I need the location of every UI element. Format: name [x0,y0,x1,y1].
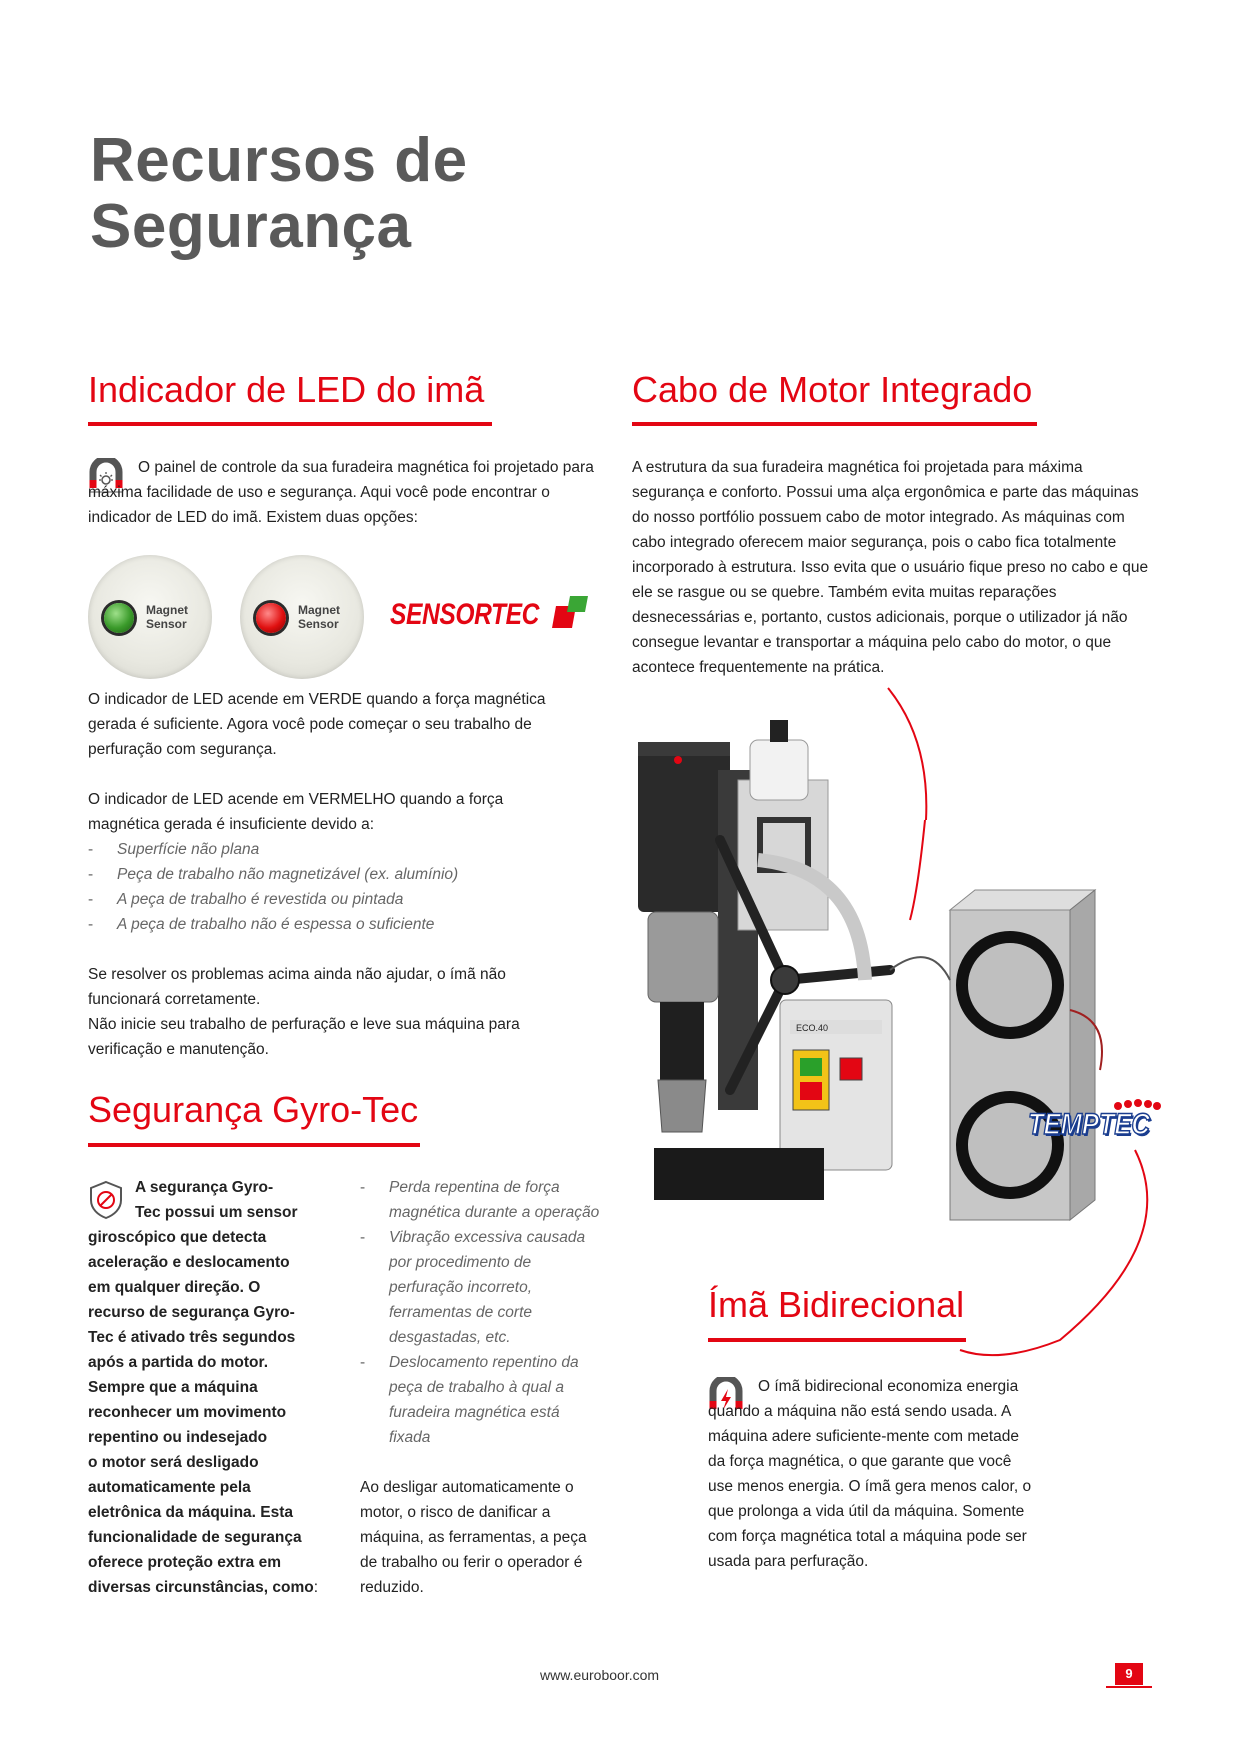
red-led-image: Magnet Sensor [240,555,364,679]
page-title: Recursos de Segurança [90,128,690,260]
gyro-line: em qualquer direção. O [88,1279,261,1296]
magnetic-drill-image: ECO.40 [638,720,1103,1222]
list-item: Peça de trabalho não magnetizável (ex. a… [88,862,598,887]
gyro-colon: : [313,1579,319,1596]
led-section-heading: Indicador de LED do imã [88,369,485,410]
page-title-line2: Segurança [90,192,412,261]
temptec-logo: TEMPTEC [1022,1098,1162,1148]
red-led-label-line1: Magnet [298,603,340,617]
magnet-led-icon [88,455,124,498]
led-red-intro: O indicador de LED acende em VERMELHO qu… [88,791,504,833]
gyro-line: aceleração e deslocamento [88,1254,290,1271]
green-led-image: Magnet Sensor [88,555,212,679]
list-item: Deslocamento repentino da peça de trabal… [360,1350,605,1450]
red-led-dot [256,603,286,633]
list-item: Perda repentina de força magnética duran… [360,1175,605,1225]
led-closing-2: Não inicie seu trabalho de perfuração e … [88,1016,520,1058]
gyro-line: reconhecer um movimento [88,1404,287,1421]
gyro-line: recurso de segurança Gyro- [88,1304,295,1321]
led-closing-1: Se resolver os problemas acima ainda não… [88,966,506,1008]
green-led-label: Magnet Sensor [146,603,188,631]
gyro-line: Sempre que a máquina [88,1379,258,1396]
gyro-line: oferece proteção extra em [88,1554,281,1571]
led-closing-text: Se resolver os problemas acima ainda não… [88,962,558,1062]
temptec-logo-text: TEMPTEC [1027,1107,1150,1142]
gyro-line: funcionalidade de segurança [88,1529,302,1546]
gyro-shield-icon [88,1180,124,1220]
page-title-line1: Recursos de [90,126,468,195]
green-led-label-line1: Magnet [146,603,188,617]
gyro-circumstances-list: Perda repentina de força magnética duran… [360,1175,605,1450]
bidirectional-magnet-icon [708,1374,744,1417]
led-section-rule [88,422,492,426]
list-item: Vibração excessiva causada por procedime… [360,1225,605,1350]
gyro-line: Tec possui um sensor [135,1204,298,1221]
gyro-line: o motor será desligado [88,1454,259,1471]
gyro-section-heading: Segurança Gyro-Tec [88,1089,419,1130]
led-green-text: O indicador de LED acende em VERDE quand… [88,691,546,758]
gyro-section-rule [88,1143,420,1147]
list-item: Superfície não plana [88,837,598,862]
magnet-section-text: O ímã bidirecional economiza energia qua… [708,1378,1032,1570]
page-number-rule [1106,1686,1152,1688]
machine-model-label: ECO.40 [796,1023,828,1033]
page-number: 9 [1115,1663,1143,1685]
sensortec-logo-text: SENSORTEC [390,598,539,631]
led-reasons-list: Superfície não plana Peça de trabalho nã… [88,837,598,937]
sensortec-logo: SENSORTEC [390,594,600,640]
gyro-line: automaticamente pela [88,1479,251,1496]
gyro-line: repentino ou indesejado [88,1429,268,1446]
green-led-dot [104,603,134,633]
gyro-line: diversas circunstâncias, como [88,1579,314,1596]
magnet-section-rule [708,1338,966,1342]
led-intro-text: O painel de controle da sua furadeira ma… [88,459,594,526]
gyro-line: Tec é ativado três segundos [88,1329,296,1346]
green-led-label-line2: Sensor [146,617,187,631]
cable-section-heading: Cabo de Motor Integrado [632,369,1033,410]
gyro-closing-text: Ao desligar automaticamente o motor, o r… [360,1479,587,1596]
list-item: A peça de trabalho não é espessa o sufic… [88,912,598,937]
temptec-dots-icon [1114,1099,1161,1110]
callout-curves [887,687,1149,1357]
footer-url: www.euroboor.com [540,1667,660,1683]
magnet-section-heading: Ímã Bidirecional [708,1284,965,1325]
red-led-label-line2: Sensor [298,617,339,631]
gyro-line: A segurança Gyro- [135,1179,274,1196]
cable-section-rule [632,422,1037,426]
gyro-line: eletrônica da máquina. Esta [88,1504,294,1521]
sensortec-logo-mark [552,596,588,628]
red-led-label: Magnet Sensor [298,603,340,631]
gyro-line: após a partida do motor. [88,1354,268,1371]
gyro-line: giroscópico que detecta [88,1229,267,1246]
gyro-bold-text: A segurança Gyro- Tec possui um sensor g… [88,1175,348,1600]
list-item: A peça de trabalho é revestida ou pintad… [88,887,598,912]
cable-section-text: A estrutura da sua furadeira magnética f… [632,459,1149,676]
